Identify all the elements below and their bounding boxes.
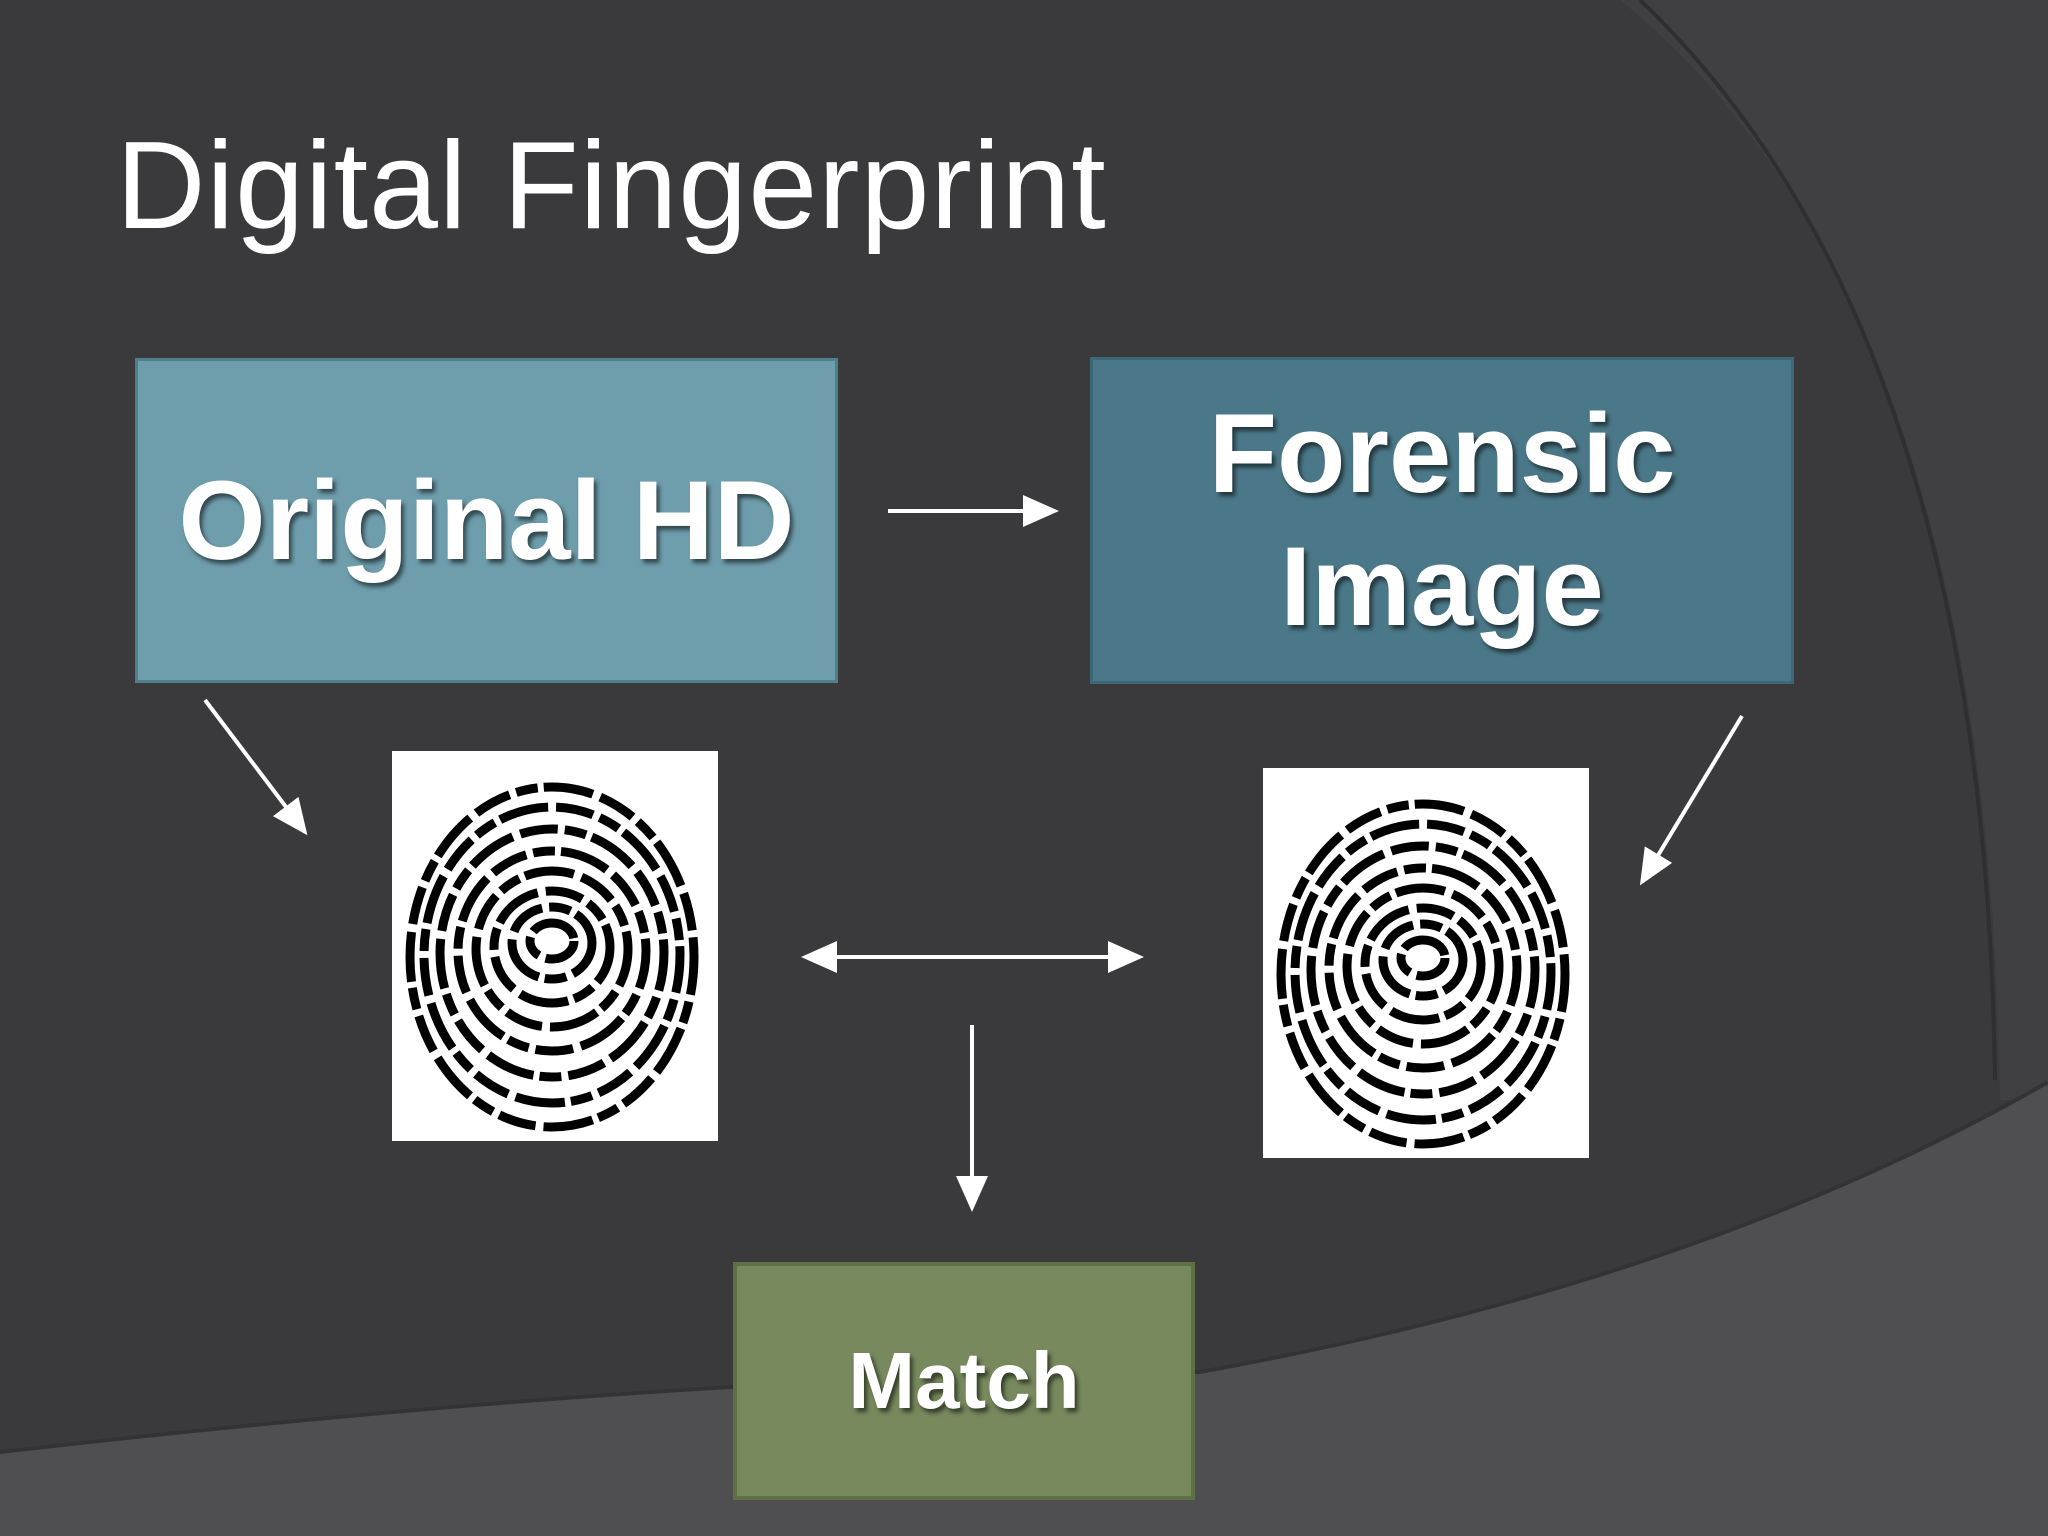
fingerprint-icon: [1276, 799, 1570, 1149]
fingerprint-icon: [405, 782, 699, 1132]
background-arc-bottom: [0, 1080, 2048, 1536]
forensic-label-line2: Image: [1280, 523, 1604, 649]
original-hd-label: Original HD: [178, 458, 795, 583]
background-arc-edge: [1638, 0, 1997, 1081]
background-arc-right: [1620, 0, 2048, 1100]
match-box: Match: [733, 1262, 1195, 1500]
forensic-image-box: Forensic Image: [1090, 357, 1794, 684]
match-label: Match: [848, 1336, 1080, 1425]
slide-title: Digital Fingerprint: [116, 117, 1107, 255]
original-hd-box: Original HD: [135, 358, 838, 683]
fingerprint-image-right: [1263, 768, 1589, 1158]
fingerprint-image-left: [392, 751, 718, 1141]
forensic-label-line1: Forensic: [1208, 391, 1676, 517]
